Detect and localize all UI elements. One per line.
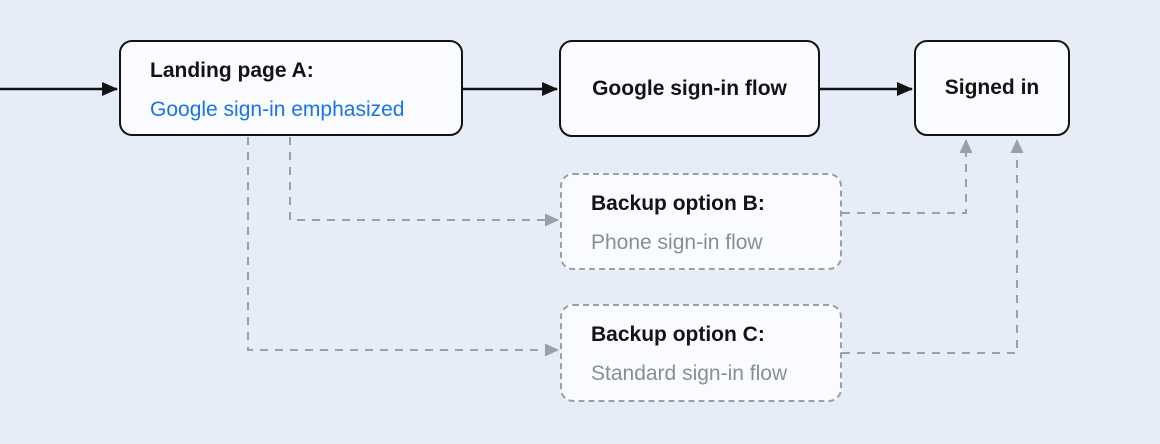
backup-option-c-subtitle: Standard sign-in flow <box>591 362 788 385</box>
backup-option-b-subtitle: Phone sign-in flow <box>591 231 763 254</box>
edge-landing-to-backup-c <box>247 137 559 357</box>
landing-page-a-subtitle: Google sign-in emphasized <box>150 98 405 121</box>
node-backup-option-c: Backup option C: Standard sign-in flow <box>560 304 842 402</box>
node-landing-page-a: Landing page A: Google sign-in emphasize… <box>119 40 463 136</box>
edge-backup-b-to-signed-in <box>842 139 973 214</box>
node-google-sign-in-flow: Google sign-in flow <box>559 40 820 137</box>
backup-option-c-title: Backup option C: <box>591 323 765 346</box>
backup-option-b-title: Backup option B: <box>591 192 765 215</box>
node-signed-in: Signed in <box>914 40 1070 136</box>
landing-page-a-title: Landing page A: <box>150 59 314 82</box>
edge-backup-c-to-signed-in <box>842 139 1024 354</box>
google-sign-in-flow-label: Google sign-in flow <box>592 76 787 100</box>
edge-landing-to-backup-b <box>289 137 559 227</box>
signed-in-label: Signed in <box>944 76 1040 99</box>
node-backup-option-b: Backup option B: Phone sign-in flow <box>560 173 842 270</box>
